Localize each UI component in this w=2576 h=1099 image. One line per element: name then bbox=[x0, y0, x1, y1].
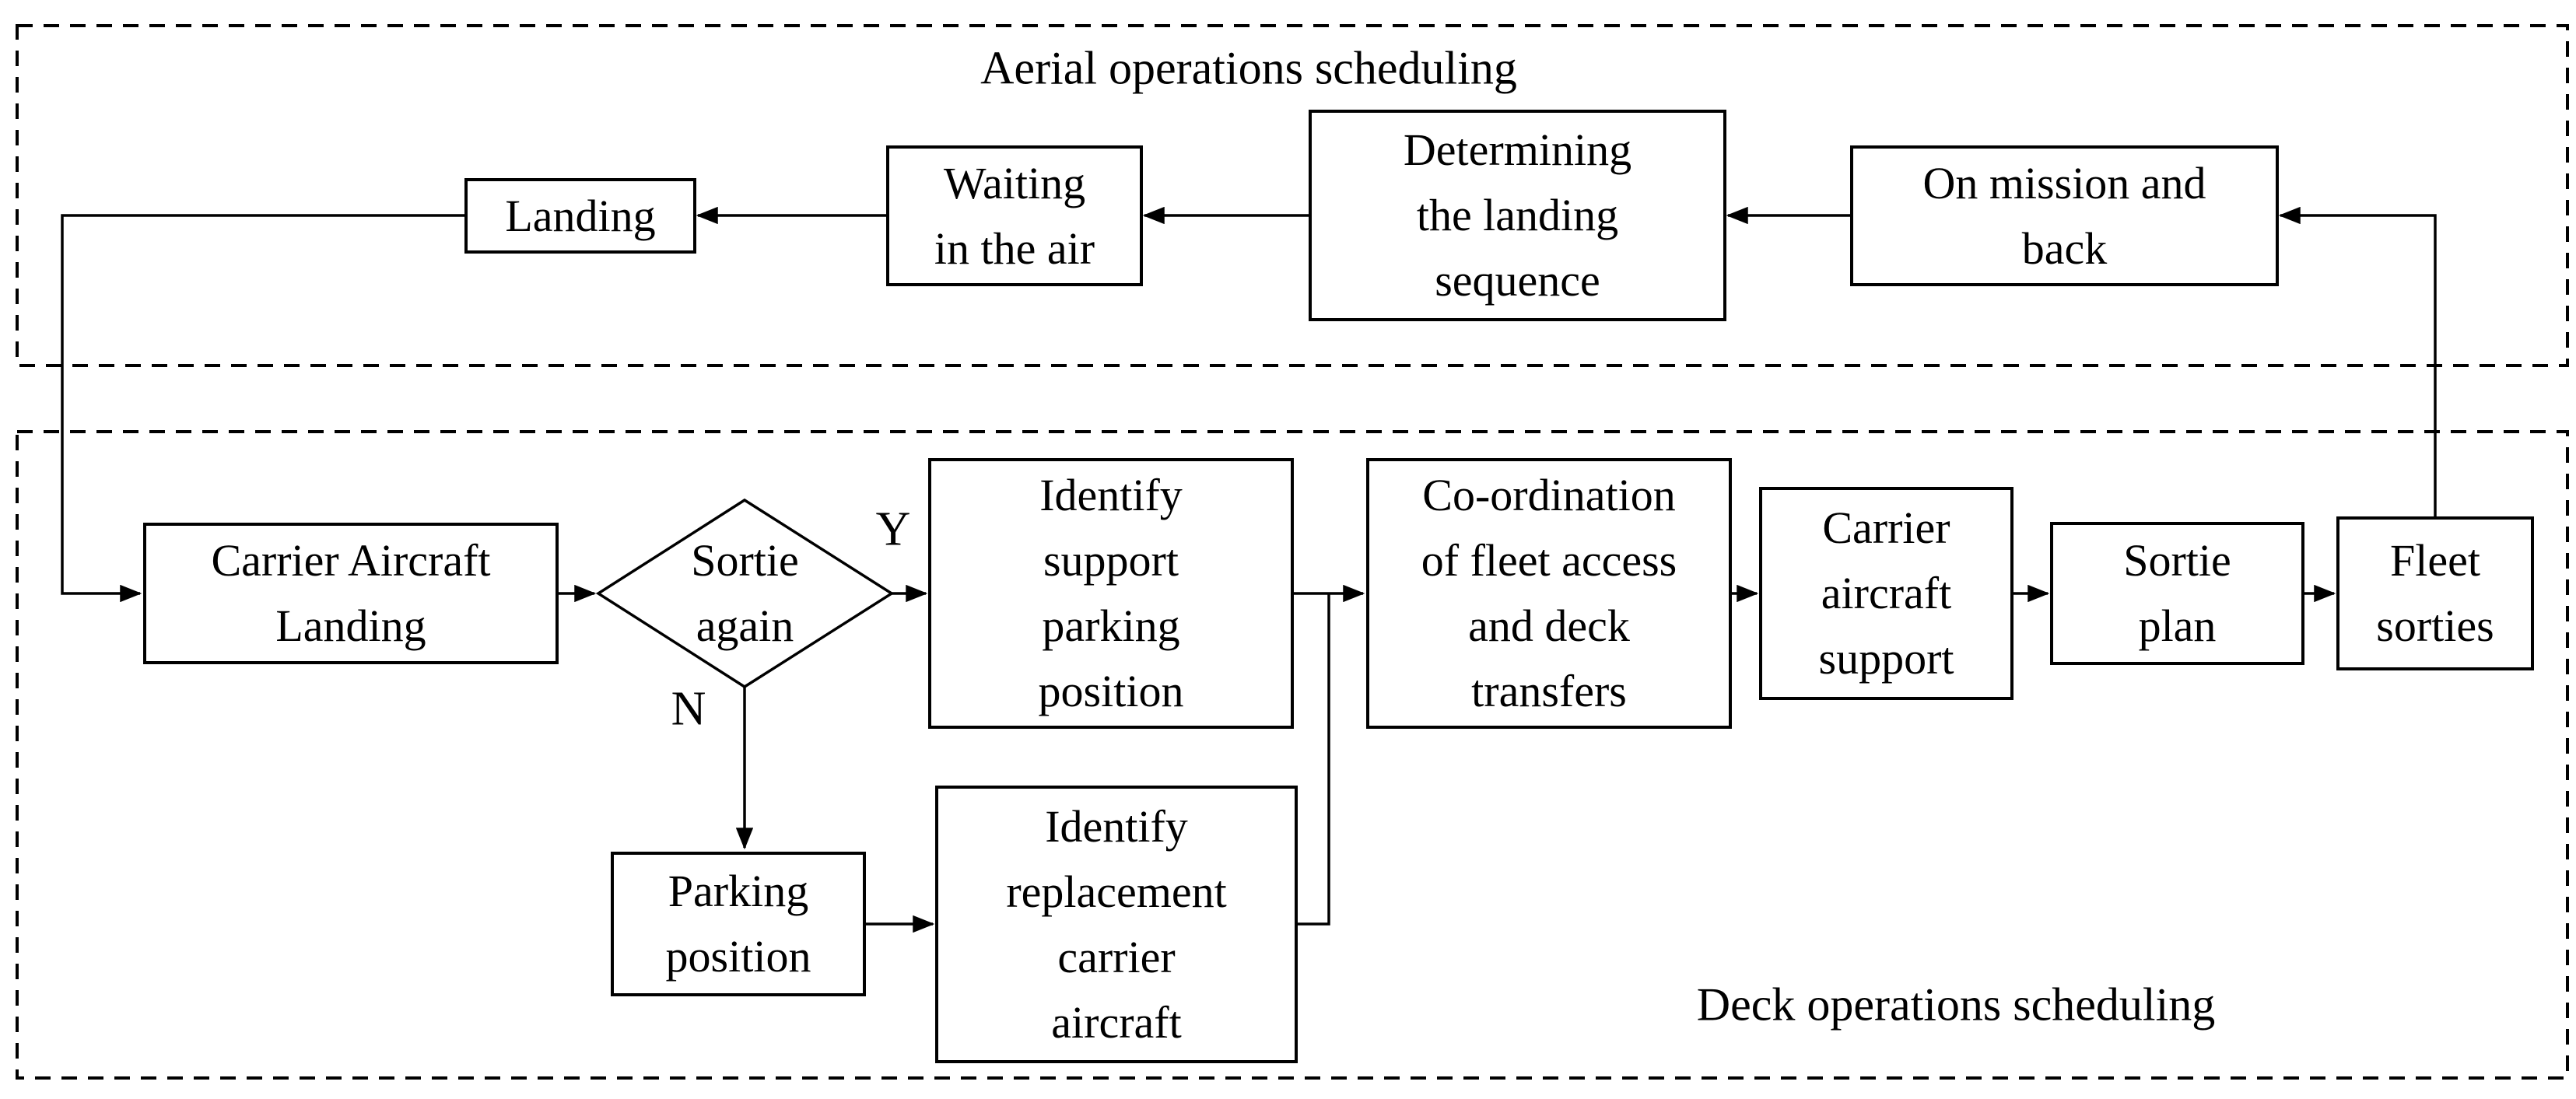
node-carrier-support-label: Carrier aircraft support bbox=[1818, 502, 1954, 684]
aerial-region-border bbox=[16, 24, 2569, 367]
node-determining-label: Determining the landing sequence bbox=[1403, 124, 1632, 306]
node-on-mission-and-back: On mission and back bbox=[1850, 145, 2279, 286]
node-fleet-sorties: Fleet sorties bbox=[2336, 516, 2534, 670]
edge-landing-to-carrier-landing bbox=[61, 214, 464, 603]
node-sortie-plan-label: Sortie plan bbox=[2123, 535, 2231, 651]
node-identify-support-label: Identify support parking position bbox=[1038, 470, 1184, 716]
node-determining-landing-sequence: Determining the landing sequence bbox=[1309, 110, 1726, 321]
deck-region-border bbox=[16, 430, 2569, 1080]
node-coordination-label: Co-ordination of fleet access and deck t… bbox=[1421, 470, 1677, 716]
decision-diamond-shape bbox=[595, 498, 895, 689]
node-fleet-sorties-label: Fleet sorties bbox=[2376, 535, 2494, 651]
node-identify-replacement-label: Identify replacement carrier aircraft bbox=[1006, 800, 1227, 1048]
node-carrier-aircraft-support: Carrier aircraft support bbox=[1759, 487, 2013, 700]
decision-no-label: N bbox=[671, 682, 706, 736]
node-sortie-again-decision: Sortie again bbox=[598, 500, 892, 687]
node-parking-position-label: Parking position bbox=[665, 866, 811, 982]
node-carrier-landing-label: Carrier Aircraft Landing bbox=[211, 535, 491, 651]
node-sortie-plan: Sortie plan bbox=[2050, 522, 2304, 665]
edge-fleet-sorties-to-on-mission bbox=[2278, 206, 2437, 518]
edge-identify-replacement-to-junction bbox=[1298, 594, 1330, 926]
node-waiting-in-the-air: Waiting in the air bbox=[886, 145, 1143, 286]
node-parking-position: Parking position bbox=[611, 852, 866, 996]
node-identify-support-parking: Identify support parking position bbox=[928, 458, 1294, 729]
node-sortie-again-label: Sortie again bbox=[691, 535, 799, 651]
decision-yes-label: Y bbox=[875, 502, 911, 556]
node-landing: Landing bbox=[464, 178, 696, 254]
deck-region-title: Deck operations scheduling bbox=[1696, 978, 2216, 1031]
node-identify-replacement-aircraft: Identify replacement carrier aircraft bbox=[935, 786, 1298, 1063]
node-landing-label: Landing bbox=[505, 190, 656, 241]
node-coordination-fleet-access: Co-ordination of fleet access and deck t… bbox=[1366, 458, 1732, 729]
node-waiting-label: Waiting in the air bbox=[934, 157, 1095, 274]
aerial-region-title: Aerial operations scheduling bbox=[980, 42, 1517, 94]
node-carrier-aircraft-landing: Carrier Aircraft Landing bbox=[143, 523, 559, 664]
node-on-mission-label: On mission and back bbox=[1922, 157, 2206, 274]
